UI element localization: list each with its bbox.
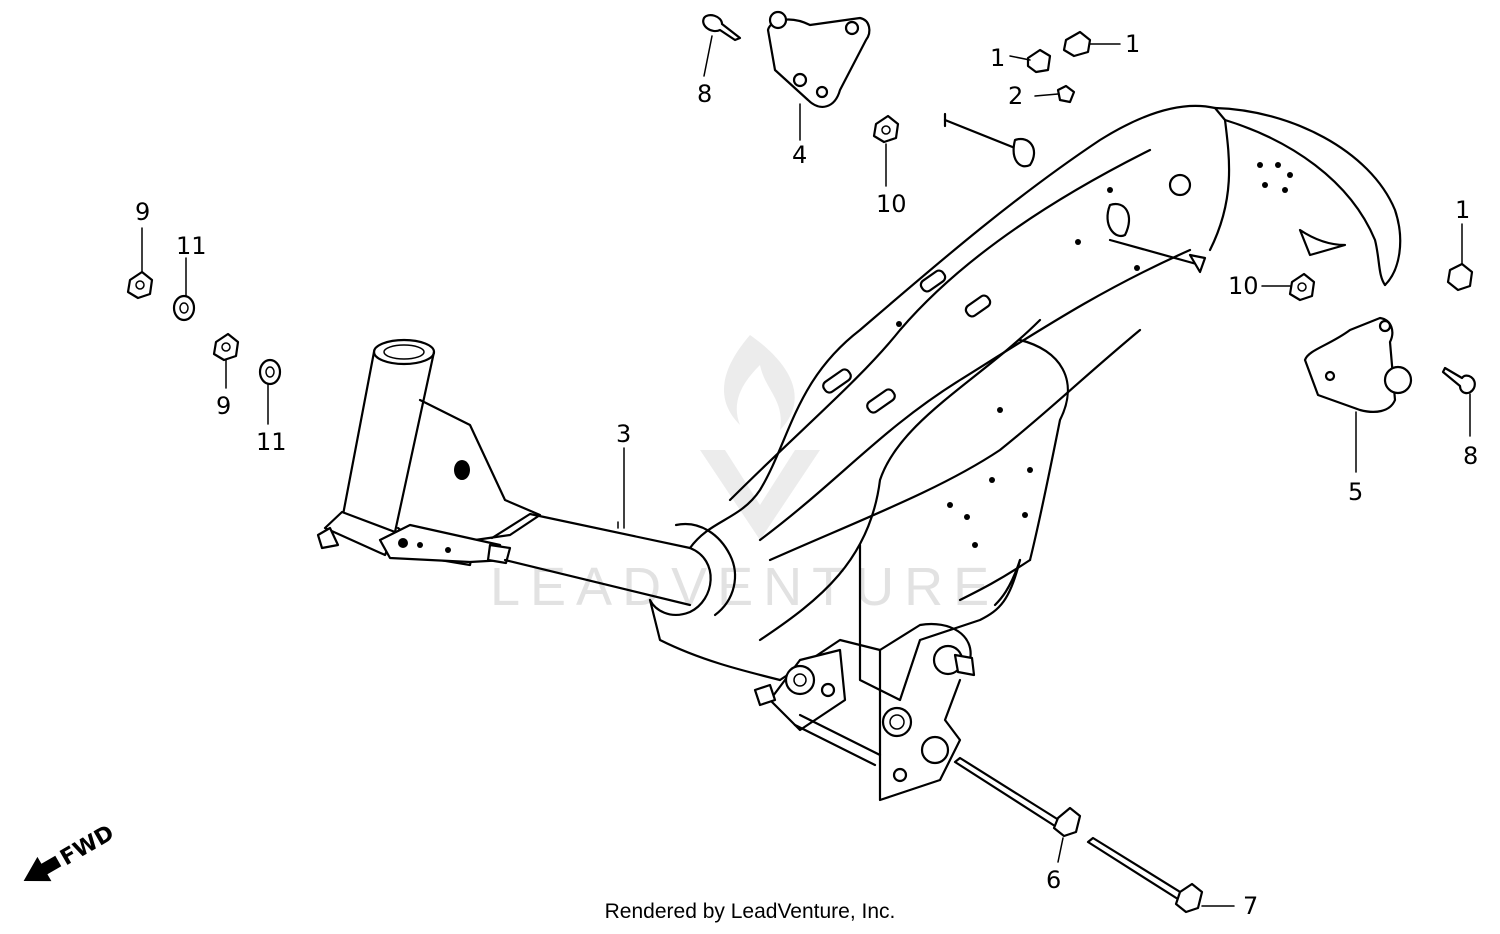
- part-8-bolt-right: [1441, 366, 1476, 395]
- part-10-nut-lower: [1288, 272, 1316, 302]
- watermark-text: LEADVENTURE: [490, 557, 999, 617]
- callout-9-lower: 9: [216, 392, 231, 420]
- callout-5: 5: [1348, 478, 1363, 506]
- callout-11-left: 11: [176, 232, 207, 260]
- main-frame: [316, 104, 1402, 802]
- fwd-indicator: FWD: [23, 821, 119, 882]
- callout-11-lower: 11: [256, 428, 287, 456]
- callout-6: 6: [1046, 866, 1061, 894]
- callout-9-left: 9: [135, 198, 150, 226]
- callout-4: 4: [792, 141, 807, 169]
- watermark: LEADVENTURE: [490, 335, 999, 617]
- callout-10-top: 10: [876, 190, 907, 218]
- callout-2: 2: [1008, 82, 1023, 110]
- part-2-bolt: [1056, 84, 1076, 104]
- part-11-washer-a: [172, 294, 196, 322]
- part-11-washer-b: [258, 358, 282, 386]
- fwd-arrow-icon: [23, 855, 62, 882]
- callout-10-right: 10: [1228, 272, 1259, 300]
- part-1-nut-b: [1026, 48, 1052, 74]
- part-1-nut-a: [1062, 30, 1092, 58]
- callout-1-top-left: 1: [990, 44, 1005, 72]
- callout-7: 7: [1243, 892, 1258, 920]
- callout-1-top-right: 1: [1125, 30, 1140, 58]
- part-1-nut-c: [1446, 262, 1474, 292]
- callout-labels: 8 4 1 1 2 10 9 11 9 11 3 10 1 5 8 6 7: [135, 30, 1478, 920]
- footer-credit: Rendered by LeadVenture, Inc.: [604, 900, 896, 923]
- callout-1-right: 1: [1455, 196, 1470, 224]
- callout-8-top: 8: [697, 80, 712, 108]
- part-4-bracket: [766, 10, 871, 108]
- part-7-long-bolt: [1086, 836, 1204, 914]
- part-9-nut-b: [212, 332, 240, 362]
- part-8-bolt-top: [702, 14, 742, 42]
- fwd-label: FWD: [56, 821, 118, 871]
- part-9-nut-a: [126, 270, 154, 300]
- part-10-nut-upper: [872, 114, 900, 144]
- part-5-bracket: [1303, 316, 1413, 413]
- part-6-long-bolt: [953, 756, 1082, 838]
- callout-8-right: 8: [1463, 442, 1478, 470]
- callout-3: 3: [616, 420, 631, 448]
- leader-lines: [141, 35, 1471, 907]
